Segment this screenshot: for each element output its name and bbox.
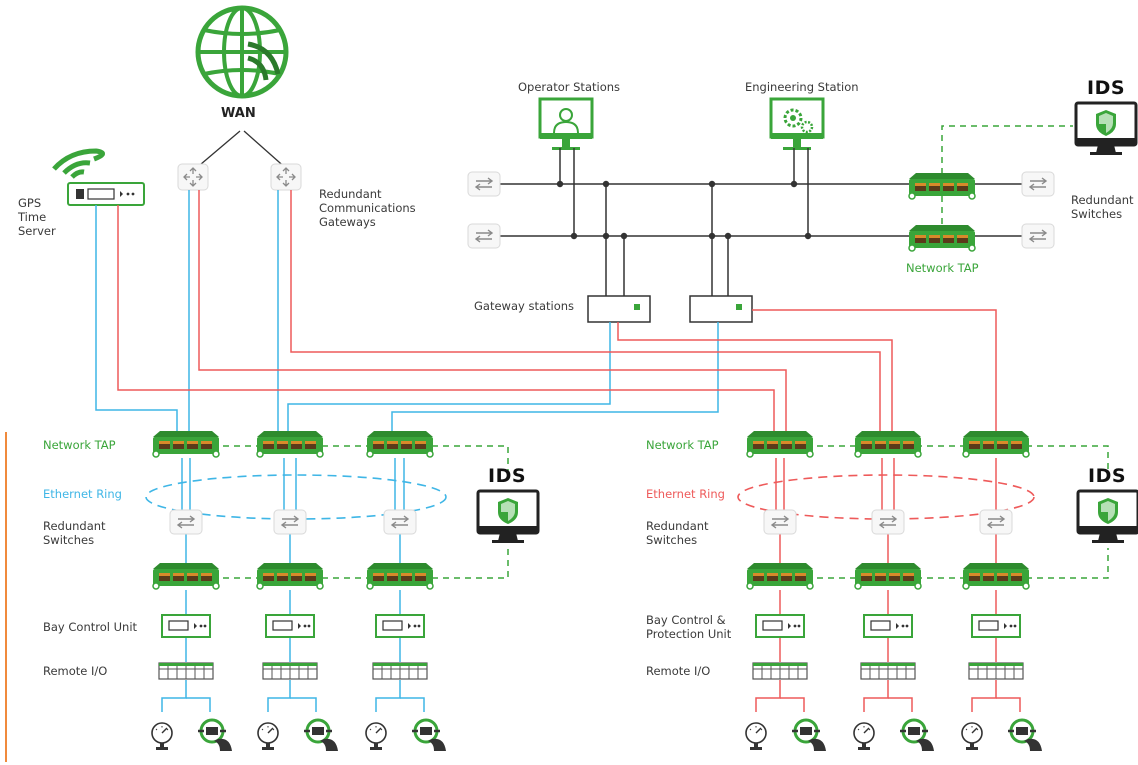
wan-label: WAN — [221, 106, 256, 121]
left-bay-unit-1-icon — [161, 614, 211, 638]
redundant-switches-top-label: Redundant Switches — [1071, 193, 1134, 221]
right-tap-bottom-3-icon — [962, 562, 1030, 590]
right-bay-unit-label: Bay Control & Protection Unit — [646, 613, 732, 641]
left-gauge-3-icon — [365, 722, 387, 751]
gps-time-server-label: GPS Time Server — [18, 196, 56, 238]
redundant-comm-gateways-label: Redundant Communications Gateways — [319, 187, 416, 229]
ids-monitor-right-icon — [1076, 489, 1138, 545]
top-network-tap-2-icon — [908, 224, 976, 252]
right-remote-io-3-icon — [968, 662, 1024, 680]
right-tap-bottom-1-icon — [746, 562, 814, 590]
ids-top-label: IDS — [1087, 77, 1126, 99]
orange-edge-line — [5, 432, 7, 762]
network-tap-top-label: Network TAP — [906, 261, 979, 275]
engineering-station-label: Engineering Station — [745, 80, 859, 94]
operator-stations-label: Operator Stations — [518, 80, 621, 94]
left-switch-2-icon — [273, 509, 307, 535]
right-redundant-switches-label: Redundant Switches — [646, 519, 709, 547]
comm-gateway-2-icon — [270, 163, 302, 191]
right-network-tap-label: Network TAP — [646, 438, 719, 452]
top-network-tap-1-icon — [908, 172, 976, 200]
right-remote-io-1-icon — [752, 662, 808, 680]
top-ids-dashed-link — [941, 125, 1073, 228]
right-bay-unit-3-icon — [971, 614, 1021, 638]
gateway-station-1-icon — [587, 295, 651, 323]
right-tap-bottom-2-icon — [854, 562, 922, 590]
right-gauge-2-icon — [853, 722, 875, 751]
right-remote-io-2-icon — [860, 662, 916, 680]
top-switch-left-1-icon — [467, 171, 501, 197]
right-switch-1-icon — [763, 509, 797, 535]
left-tap-top-3-icon — [366, 430, 434, 458]
right-valve-2-icon — [898, 718, 936, 753]
wan-globe-icon — [195, 5, 289, 99]
left-bay-unit-label: Bay Control Unit — [43, 620, 138, 634]
left-valve-1-icon — [196, 718, 234, 753]
left-tap-top-2-icon — [256, 430, 324, 458]
left-switch-1-icon — [169, 509, 203, 535]
right-bay-unit-1-icon — [755, 614, 805, 638]
gateway-stations-label: Gateway stations — [474, 299, 575, 313]
right-tap-top-1-icon — [746, 430, 814, 458]
right-valve-1-icon — [790, 718, 828, 753]
operator-station-icon — [538, 97, 594, 150]
left-remote-io-3-icon — [372, 662, 428, 680]
bottom-ids-dashed-links — [212, 445, 1109, 579]
left-tap-bottom-2-icon — [256, 562, 324, 590]
red-network-links — [117, 190, 1021, 712]
gps-time-server-icon — [52, 148, 145, 206]
top-bus-junctions — [556, 180, 812, 240]
engineering-station-icon — [769, 97, 825, 150]
right-valve-3-icon — [1006, 718, 1044, 753]
ids-monitor-top-icon — [1074, 101, 1138, 157]
left-tap-bottom-1-icon — [152, 562, 220, 590]
left-bay-unit-2-icon — [265, 614, 315, 638]
right-gauge-3-icon — [961, 722, 983, 751]
left-bay-unit-3-icon — [375, 614, 425, 638]
left-tap-top-1-icon — [152, 430, 220, 458]
right-tap-top-2-icon — [854, 430, 922, 458]
left-tap-bottom-3-icon — [366, 562, 434, 590]
left-remote-io-2-icon — [262, 662, 318, 680]
left-valve-3-icon — [410, 718, 448, 753]
blue-network-links — [95, 190, 719, 712]
left-valve-2-icon — [302, 718, 340, 753]
left-gauge-1-icon — [151, 722, 173, 751]
top-switch-left-2-icon — [467, 223, 501, 249]
right-switch-3-icon — [979, 509, 1013, 535]
right-bay-unit-2-icon — [863, 614, 913, 638]
right-tap-top-3-icon — [962, 430, 1030, 458]
right-ethernet-ring-label: Ethernet Ring — [646, 487, 725, 501]
right-switch-2-icon — [871, 509, 905, 535]
left-gauge-2-icon — [257, 722, 279, 751]
ids-right-label: IDS — [1088, 465, 1127, 487]
top-switch-right-1-icon — [1021, 171, 1055, 197]
left-switch-3-icon — [383, 509, 417, 535]
ids-left-label: IDS — [488, 465, 527, 487]
left-redundant-switches-label: Redundant Switches — [43, 519, 106, 547]
left-remote-io-label: Remote I/O — [43, 664, 108, 678]
left-network-tap-label: Network TAP — [43, 438, 116, 452]
left-ethernet-ring-label: Ethernet Ring — [43, 487, 122, 501]
left-remote-io-1-icon — [158, 662, 214, 680]
ids-monitor-left-icon — [476, 489, 540, 545]
comm-gateway-1-icon — [177, 163, 209, 191]
top-switch-right-2-icon — [1021, 223, 1055, 249]
right-remote-io-label: Remote I/O — [646, 664, 711, 678]
right-gauge-1-icon — [745, 722, 767, 751]
gateway-station-2-icon — [689, 295, 753, 323]
